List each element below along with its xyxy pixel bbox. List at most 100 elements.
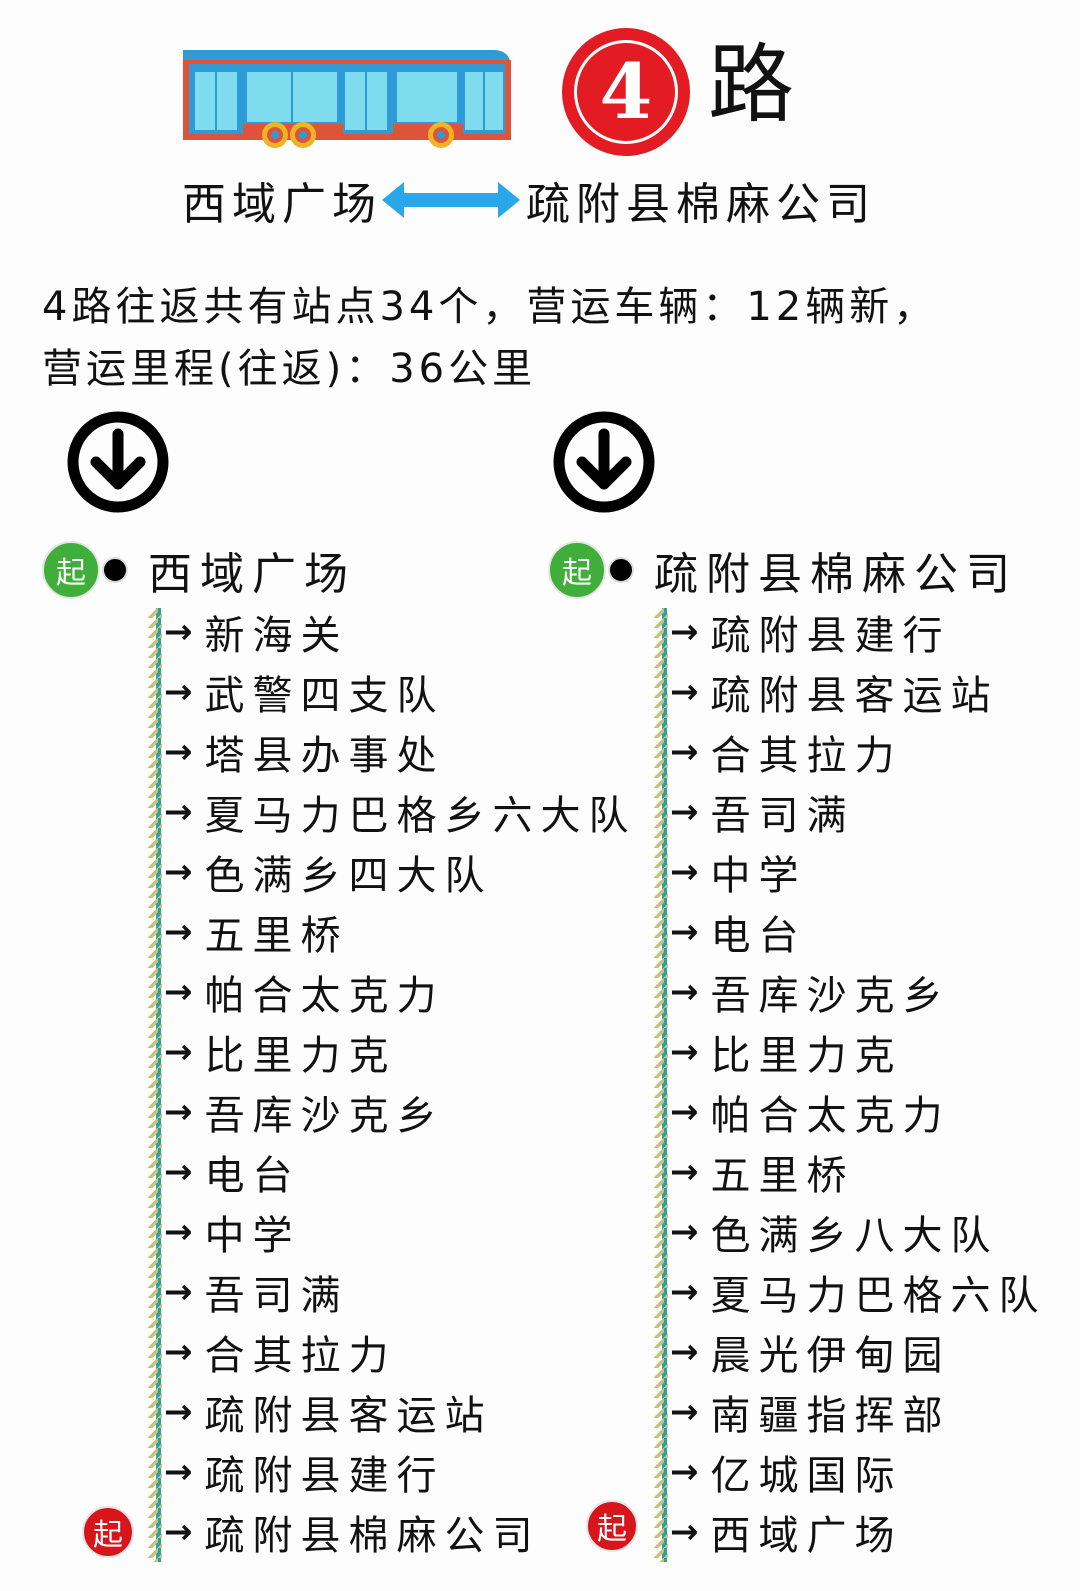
stop-name: 合其拉力	[204, 1333, 397, 1379]
arrow-right-icon: →	[670, 1272, 699, 1312]
start-badge-icon: 起	[42, 541, 100, 599]
arrow-right-icon: →	[670, 852, 699, 892]
dot-icon	[102, 557, 128, 583]
stop-name: 西域广场	[710, 1513, 903, 1559]
stop-name: 吾库沙克乡	[204, 1093, 445, 1139]
stop-name: 疏附县客运站	[710, 673, 999, 719]
stop-item: → 吾库沙克乡	[164, 1082, 637, 1142]
arrow-right-icon: →	[164, 1332, 193, 1372]
arrow-right-icon: →	[164, 1212, 193, 1252]
stop-item: → 疏附县建行	[164, 1442, 637, 1502]
start-stop: 起 西域广场	[42, 540, 637, 600]
arrow-right-icon: →	[164, 612, 193, 652]
stop-item: →电台	[164, 1142, 637, 1202]
stop-name: 吾司满	[710, 793, 855, 839]
bus-icon	[183, 50, 511, 148]
arrow-right-icon: →	[164, 1272, 193, 1312]
stop-name: 南疆指挥部	[710, 1393, 951, 1439]
arrow-right-icon: →	[164, 792, 193, 832]
double-arrow-icon	[382, 182, 520, 218]
stop-name: 吾库沙克乡	[710, 973, 951, 1019]
stop-name: 电台	[204, 1153, 301, 1199]
stop-name: 塔县办事处	[204, 733, 445, 779]
arrow-right-icon: →	[164, 1452, 193, 1492]
stop-name: 合其拉力	[710, 733, 903, 779]
arrow-right-icon: →	[670, 972, 699, 1012]
stop-name: 色满乡八大队	[710, 1213, 999, 1259]
stop-item: →新海关	[164, 602, 637, 662]
arrow-down-circle-icon	[553, 411, 655, 513]
direction-outbound: 起 西域广场 →新海关 →武警四支队 →塔县办事处 →夏马力巴格乡六大队 →色满…	[42, 540, 637, 1562]
stop-name: 晨光伊甸园	[710, 1333, 951, 1379]
stop-item: → 吾库沙克乡	[670, 962, 1047, 1022]
stop-item: → 疏附县客运站	[670, 662, 1047, 722]
direction-inbound: 起 疏附县棉麻公司 →疏附县建行 →疏附县客运站 →合其拉力 →吾司满 →中学 …	[548, 540, 1047, 1562]
arrow-right-icon: →	[670, 612, 699, 652]
stop-item-terminal: → 疏附县棉麻公司	[164, 1502, 637, 1562]
start-stop: 起 疏附县棉麻公司	[548, 540, 1047, 600]
stop-name: 中学	[204, 1213, 301, 1259]
terminal-b: 疏附县棉麻公司	[526, 179, 876, 230]
stop-item-terminal: → 西域广场	[670, 1502, 1047, 1562]
stop-name: 帕合太克力	[204, 973, 445, 1019]
stop-item: →武警四支队	[164, 662, 637, 722]
stop-name: 夏马力巴格乡六大队	[204, 793, 637, 839]
arrow-right-icon: →	[164, 1512, 193, 1552]
stop-item: → 晨光伊甸园	[670, 1322, 1047, 1382]
stop-name: 电台	[710, 913, 807, 959]
route-summary: 4路往返共有站点34个，营运车辆：12辆新， 营运里程(往返)：36公里	[42, 276, 1042, 400]
stop-item: → 合其拉力	[670, 722, 1047, 782]
stop-name: 比里力克	[710, 1033, 903, 1079]
arrow-right-icon: →	[670, 1032, 699, 1072]
arrow-right-icon: →	[670, 672, 699, 712]
arrow-right-icon: →	[670, 1332, 699, 1372]
arrow-right-icon: →	[670, 1212, 699, 1252]
route-terminals: 西域广场 疏附县棉麻公司	[182, 170, 876, 230]
arrow-right-icon: →	[670, 732, 699, 772]
stop-name: 亿城国际	[710, 1453, 903, 1499]
stop-item: → 亿城国际	[670, 1442, 1047, 1502]
stop-name: 五里桥	[204, 913, 349, 959]
arrow-right-icon: →	[164, 1392, 193, 1432]
stop-item: → 塔县办事处	[164, 722, 637, 782]
stop-item: → 比里力克	[670, 1022, 1047, 1082]
stop-name: 疏附县建行	[204, 1453, 445, 1499]
arrow-right-icon: →	[670, 1092, 699, 1132]
stop-item: → 夏马力巴格乡六大队	[164, 782, 637, 842]
arrow-right-icon: →	[670, 1392, 699, 1432]
stop-item: → 南疆指挥部	[670, 1382, 1047, 1442]
start-badge-icon: 起	[548, 541, 606, 599]
stop-item: → 中学	[164, 1202, 637, 1262]
stop-item: → 合其拉力	[164, 1322, 637, 1382]
route-number: 4	[599, 47, 653, 136]
start-stop-name: 疏附县棉麻公司	[654, 549, 1018, 600]
arrow-right-icon: →	[670, 912, 699, 952]
summary-line-2: 营运里程(往返)：36公里	[42, 346, 537, 392]
arrow-right-icon: →	[164, 1092, 193, 1132]
arrow-right-icon: →	[164, 732, 193, 772]
stop-item: → 色满乡八大队	[670, 1202, 1047, 1262]
stop-list: →疏附县建行 →疏附县客运站 →合其拉力 →吾司满 →中学 →电台 →吾库沙克乡…	[654, 602, 1047, 1562]
stop-name: 疏附县客运站	[204, 1393, 493, 1439]
arrow-right-icon: →	[164, 912, 193, 952]
arrow-down-circle-icon	[67, 411, 169, 513]
stop-item: →比里力克	[164, 1022, 637, 1082]
summary-line-1: 4路往返共有站点34个，营运车辆：12辆新，	[42, 284, 938, 330]
stop-item: → 夏马力巴格六队	[670, 1262, 1047, 1322]
arrow-right-icon: →	[670, 792, 699, 832]
stop-name: 色满乡四大队	[204, 853, 493, 899]
stop-name: 疏附县棉麻公司	[204, 1513, 541, 1559]
stop-item: → 电台	[670, 902, 1047, 962]
route-number-badge: 4	[562, 28, 690, 156]
stop-item: → 吾司满	[670, 782, 1047, 842]
stop-item: → 五里桥	[164, 902, 637, 962]
stop-item: →中学	[670, 842, 1047, 902]
stop-name: 夏马力巴格六队	[710, 1273, 1047, 1319]
stop-item: →色满乡四大队	[164, 842, 637, 902]
arrow-right-icon: →	[670, 1452, 699, 1492]
stop-item: →帕合太克力	[670, 1082, 1047, 1142]
badge-ring	[574, 40, 678, 144]
arrow-right-icon: →	[670, 1512, 699, 1552]
arrow-right-icon: →	[164, 672, 193, 712]
stop-item: →五里桥	[670, 1142, 1047, 1202]
